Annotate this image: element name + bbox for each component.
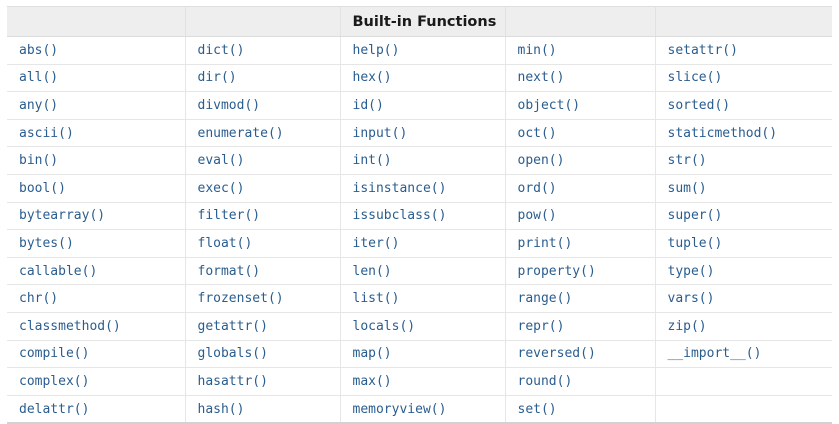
table-row: bytearray()filter()issubclass()pow()supe… [7,202,832,231]
function-cell[interactable]: bytes() [7,229,186,258]
function-cell[interactable]: chr() [7,284,186,313]
function-cell[interactable]: locals() [340,312,506,341]
function-cell[interactable]: isinstance() [340,174,506,203]
function-cell[interactable]: ord() [505,174,656,203]
function-cell[interactable]: callable() [7,257,186,286]
function-cell[interactable]: issubclass() [340,202,506,231]
function-cell[interactable]: all() [7,64,186,93]
table-row: bool()exec()isinstance()ord()sum() [7,174,832,203]
function-cell[interactable]: ascii() [7,119,186,148]
function-cell[interactable]: min() [505,36,656,65]
function-cell[interactable]: bool() [7,174,186,203]
header-cell-1 [7,6,186,37]
function-cell[interactable]: print() [505,229,656,258]
function-cell[interactable]: repr() [505,312,656,341]
function-cell[interactable]: complex() [7,367,186,396]
function-cell[interactable]: set() [505,395,656,424]
function-cell[interactable]: eval() [185,146,341,175]
table-row: chr()frozenset()list()range()vars() [7,284,832,313]
function-cell[interactable]: classmethod() [7,312,186,341]
function-cell[interactable]: filter() [185,202,341,231]
function-cell[interactable]: bin() [7,146,186,175]
header-cell-5 [655,6,832,37]
builtin-functions-table: Built-in Functions abs()dict()help()min(… [7,6,832,424]
table-row: compile()globals()map()reversed()__impor… [7,340,832,369]
function-cell[interactable]: sorted() [655,91,832,120]
function-cell[interactable]: type() [655,257,832,286]
function-cell[interactable]: slice() [655,64,832,93]
table-row: callable()format()len()property()type() [7,257,832,286]
function-cell[interactable]: tuple() [655,229,832,258]
function-cell[interactable]: divmod() [185,91,341,120]
function-cell[interactable]: len() [340,257,506,286]
function-cell[interactable]: hex() [340,64,506,93]
function-cell[interactable]: help() [340,36,506,65]
table-body: abs()dict()help()min()setattr()all()dir(… [7,36,832,424]
function-cell[interactable]: memoryview() [340,395,506,424]
header-cell-2 [185,6,341,37]
table-row: ascii()enumerate()input()oct()staticmeth… [7,119,832,148]
function-cell[interactable]: zip() [655,312,832,341]
function-cell[interactable]: list() [340,284,506,313]
function-cell[interactable]: frozenset() [185,284,341,313]
function-cell[interactable]: format() [185,257,341,286]
function-cell[interactable]: enumerate() [185,119,341,148]
function-cell[interactable]: staticmethod() [655,119,832,148]
function-cell[interactable]: dict() [185,36,341,65]
function-cell[interactable]: object() [505,91,656,120]
function-cell[interactable]: id() [340,91,506,120]
function-cell[interactable]: round() [505,367,656,396]
function-cell[interactable]: oct() [505,119,656,148]
empty-cell [655,367,832,396]
table-row: classmethod()getattr()locals()repr()zip(… [7,312,832,341]
table-title: Built-in Functions [340,6,506,37]
table-row: all()dir()hex()next()slice() [7,64,832,93]
function-cell[interactable]: abs() [7,36,186,65]
function-cell[interactable]: pow() [505,202,656,231]
function-cell[interactable]: setattr() [655,36,832,65]
function-cell[interactable]: open() [505,146,656,175]
table-row: abs()dict()help()min()setattr() [7,36,832,65]
function-cell[interactable]: getattr() [185,312,341,341]
header-cell-4 [505,6,656,37]
function-cell[interactable]: next() [505,64,656,93]
function-cell[interactable]: globals() [185,340,341,369]
function-cell[interactable]: bytearray() [7,202,186,231]
function-cell[interactable]: input() [340,119,506,148]
function-cell[interactable]: delattr() [7,395,186,424]
table-row: complex()hasattr()max()round() [7,367,832,396]
table-row: bytes()float()iter()print()tuple() [7,229,832,258]
function-cell[interactable]: str() [655,146,832,175]
empty-cell [655,395,832,424]
function-cell[interactable]: super() [655,202,832,231]
function-cell[interactable]: int() [340,146,506,175]
function-cell[interactable]: hasattr() [185,367,341,396]
table-row: bin()eval()int()open()str() [7,146,832,175]
function-cell[interactable]: vars() [655,284,832,313]
function-cell[interactable]: __import__() [655,340,832,369]
function-cell[interactable]: sum() [655,174,832,203]
function-cell[interactable]: float() [185,229,341,258]
function-cell[interactable]: range() [505,284,656,313]
function-cell[interactable]: compile() [7,340,186,369]
function-cell[interactable]: max() [340,367,506,396]
function-cell[interactable]: hash() [185,395,341,424]
header-row: Built-in Functions [7,6,832,37]
function-cell[interactable]: iter() [340,229,506,258]
function-cell[interactable]: dir() [185,64,341,93]
function-cell[interactable]: exec() [185,174,341,203]
function-cell[interactable]: reversed() [505,340,656,369]
table-header: Built-in Functions [7,6,832,37]
function-cell[interactable]: map() [340,340,506,369]
table-row: delattr()hash()memoryview()set() [7,395,832,424]
table-row: any()divmod()id()object()sorted() [7,91,832,120]
page-container: Built-in Functions abs()dict()help()min(… [7,6,832,424]
function-cell[interactable]: any() [7,91,186,120]
function-cell[interactable]: property() [505,257,656,286]
